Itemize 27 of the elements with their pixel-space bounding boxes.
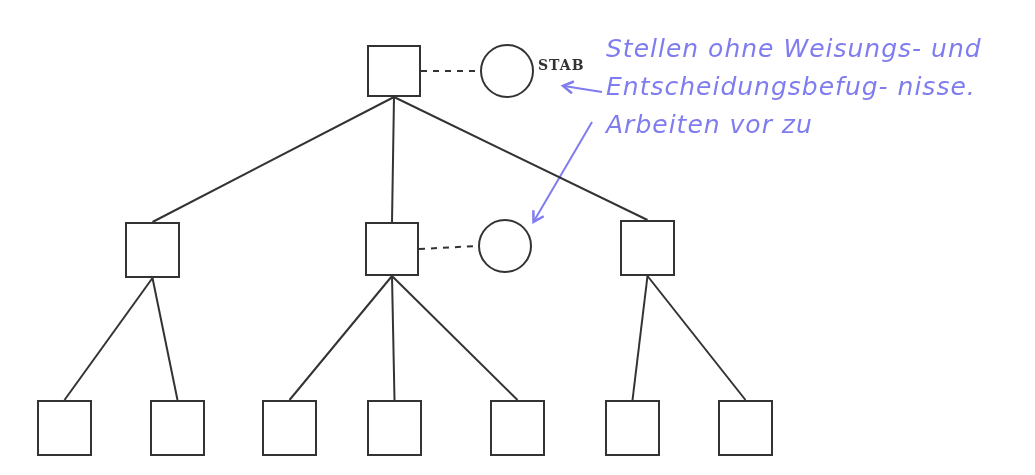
connector-line	[151, 277, 179, 401]
position-box	[490, 400, 545, 456]
connector-line	[393, 96, 649, 221]
position-box	[718, 400, 773, 456]
position-box	[620, 220, 675, 276]
position-box	[367, 45, 421, 97]
node-label: STAB	[538, 57, 585, 73]
connector-line	[63, 277, 154, 401]
connector-line	[646, 275, 747, 401]
position-box	[37, 400, 92, 456]
handwritten-note: Stellen ohne Weisungs- und Entscheidungsbefug- nisse. Arbeiten vor zu	[606, 33, 983, 141]
position-box	[150, 400, 205, 456]
connector-line	[288, 275, 393, 401]
connector-line	[391, 275, 519, 401]
position-box	[605, 400, 660, 456]
connector-line	[391, 275, 396, 401]
position-box	[365, 222, 419, 276]
arrow	[532, 121, 593, 224]
connector-line	[631, 275, 649, 401]
staff-circle	[478, 219, 532, 273]
staff-circle	[480, 44, 534, 98]
position-box	[367, 400, 422, 456]
position-box	[262, 400, 317, 456]
position-box	[125, 222, 180, 278]
connector-line	[391, 96, 395, 223]
connector-line	[151, 96, 395, 223]
arrow	[561, 80, 603, 95]
